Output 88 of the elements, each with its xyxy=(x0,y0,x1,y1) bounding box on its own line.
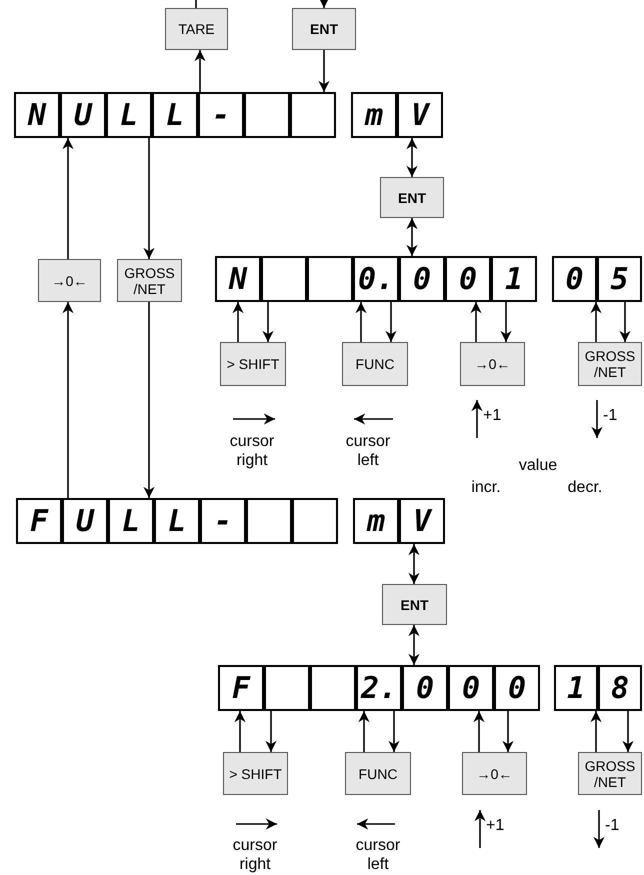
display-cell xyxy=(290,92,336,138)
display-cell: - xyxy=(200,498,246,544)
function-label: -1 xyxy=(603,406,618,425)
keypad-key: →0← xyxy=(38,259,101,302)
keypad-key: TARE xyxy=(165,8,228,50)
display-cell xyxy=(310,665,356,711)
arrow xyxy=(62,302,74,498)
display-cell: 0 xyxy=(402,665,448,711)
arrow xyxy=(502,711,514,752)
function-label: cursor right xyxy=(228,432,276,470)
keypad-key: →0← xyxy=(460,342,525,386)
display-cell: N xyxy=(215,256,261,302)
display-cell: 0 xyxy=(445,256,491,302)
arrow xyxy=(408,625,420,665)
arrow xyxy=(590,302,602,342)
display-cell: V xyxy=(397,92,443,138)
function-label: cursor right xyxy=(232,836,278,874)
arrow xyxy=(234,711,246,752)
display-cell xyxy=(307,256,353,302)
function-label: decr. xyxy=(566,478,604,497)
keypad-key: GROSS /NET xyxy=(578,752,642,795)
arrow xyxy=(143,138,155,259)
arrow xyxy=(406,218,418,256)
display-cell xyxy=(244,92,290,138)
display-cell: U xyxy=(60,92,106,138)
display-cell: m xyxy=(351,92,397,138)
display-cell: L xyxy=(152,92,198,138)
display-cell: N xyxy=(14,92,60,138)
arrow xyxy=(406,138,418,177)
display-cell: L xyxy=(106,92,152,138)
keypad-key: →0← xyxy=(462,752,527,795)
display-cell: 1 xyxy=(554,665,598,711)
function-label: cursor left xyxy=(354,836,402,874)
arrow xyxy=(622,711,634,752)
function-label: +1 xyxy=(486,816,506,835)
display-cell: - xyxy=(198,92,244,138)
function-label: value xyxy=(518,456,558,475)
arrow xyxy=(500,302,512,342)
arrow xyxy=(262,302,274,342)
display-cell: 0 xyxy=(448,665,494,711)
display-cell: 0 xyxy=(399,256,445,302)
display-cell: F xyxy=(16,498,62,544)
display-cell: V xyxy=(399,498,445,544)
arrow xyxy=(385,302,397,342)
function-label: incr. xyxy=(470,478,502,497)
keypad-key: GROSS /NET xyxy=(117,259,182,302)
function-label: cursor left xyxy=(344,432,392,470)
display-cell: 8 xyxy=(598,665,642,711)
arrow xyxy=(619,302,631,342)
display-cell: 0. xyxy=(353,256,399,302)
function-label: +1 xyxy=(483,406,502,425)
keypad-key: ENT xyxy=(380,177,444,218)
arrow xyxy=(232,302,244,342)
arrow xyxy=(590,711,602,752)
display-cell: 1 xyxy=(491,256,537,302)
keypad-key: GROSS /NET xyxy=(578,342,642,386)
arrow xyxy=(194,50,206,92)
display-cell: m xyxy=(353,498,399,544)
display-cell xyxy=(261,256,307,302)
keypad-key: ENT xyxy=(382,584,447,625)
display-cell xyxy=(292,498,338,544)
keypad-key: FUNC xyxy=(342,342,408,386)
arrow xyxy=(355,302,367,342)
arrow xyxy=(358,711,370,752)
arrow xyxy=(408,544,420,584)
arrow xyxy=(388,711,400,752)
arrow xyxy=(473,711,485,752)
display-cell xyxy=(264,665,310,711)
display-cell: L xyxy=(108,498,154,544)
arrow xyxy=(318,50,330,92)
display-cell: F xyxy=(218,665,264,711)
function-label: -1 xyxy=(605,816,620,835)
display-cell: 0 xyxy=(552,256,597,302)
display-cell: L xyxy=(154,498,200,544)
keypad-key: ENT xyxy=(292,8,356,50)
display-cell xyxy=(246,498,292,544)
arrow xyxy=(62,138,74,259)
keypad-key: FUNC xyxy=(345,752,411,795)
display-cell: 2. xyxy=(356,665,402,711)
arrow xyxy=(470,302,482,342)
arrow xyxy=(265,711,277,752)
display-cell: U xyxy=(62,498,108,544)
arrow xyxy=(143,302,155,498)
keypad-key: > SHIFT xyxy=(223,752,288,795)
arrow xyxy=(318,0,330,8)
display-cell: 5 xyxy=(597,256,642,302)
display-cell: 0 xyxy=(494,665,540,711)
keypad-key: > SHIFT xyxy=(220,342,286,386)
